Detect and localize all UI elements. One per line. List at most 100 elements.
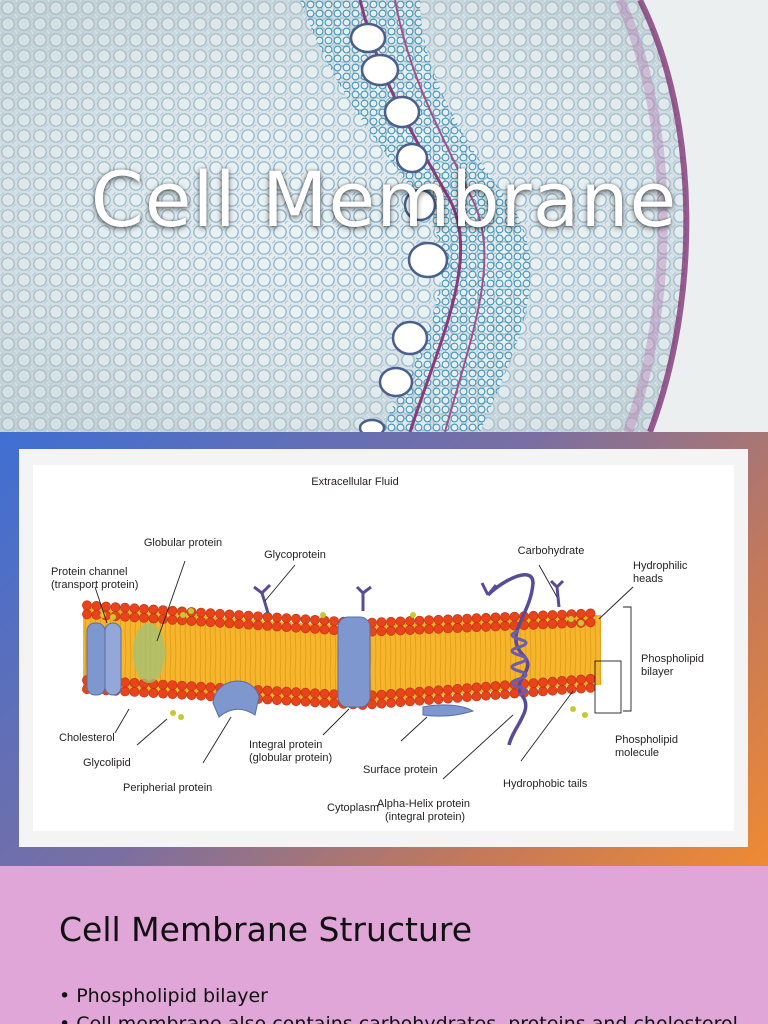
phospholipid-head (538, 686, 548, 697)
phospholipid-head (538, 677, 548, 688)
glycolipid-chains (100, 608, 588, 720)
phospholipid-head (234, 610, 244, 620)
phospholipid-head (585, 682, 596, 693)
phospholipid-head (120, 602, 130, 613)
phospholipid-head (557, 684, 567, 695)
phospholipid-head (120, 611, 130, 622)
phospholipid-head (120, 686, 130, 697)
phospholipid-head (452, 623, 463, 633)
phospholipid-head (528, 610, 539, 621)
label-extracellular-fluid: Extracellular Fluid (311, 476, 398, 488)
phospholipid-head (481, 621, 491, 632)
phospholipid-head (481, 690, 491, 701)
phospholipid-head (433, 694, 444, 705)
label-globular-protein: Globular protein (144, 537, 222, 549)
phospholipid-head (253, 620, 263, 631)
phospholipid-head (196, 616, 206, 627)
phospholipid-head (443, 693, 453, 704)
label-hydrophobic-tails: Hydrophobic tails (503, 778, 588, 790)
phospholipid-head (205, 617, 216, 628)
phospholipid-head (395, 697, 406, 708)
phospholipid-head (300, 623, 311, 634)
phospholipid-head (452, 683, 463, 694)
label-glycolipid: Glycolipid (83, 757, 131, 769)
phospholipid-head (376, 626, 387, 637)
bullet-item: Phospholipid bilayer (59, 982, 738, 1010)
label-integral-protein: Integral protein (249, 739, 322, 751)
phospholipid-head (158, 688, 168, 699)
phospholipid-head (281, 686, 292, 697)
label-alpha-helix: Alpha-Helix protein (377, 798, 470, 810)
phospholipid-head (414, 695, 425, 706)
phospholipid-head (585, 673, 596, 684)
phospholipid-head (424, 686, 434, 696)
globular-protein (133, 623, 165, 683)
phospholipid-head (576, 683, 586, 694)
phospholipid-head (319, 697, 330, 708)
phospholipid-head (215, 617, 225, 628)
phospholipid-head (129, 603, 140, 614)
phospholipid-head (291, 622, 301, 633)
slide-heading: Cell Membrane Structure (59, 910, 473, 949)
phospholipid-head (576, 608, 586, 619)
phospholipid-head (395, 616, 406, 627)
phospholipid-head (433, 614, 444, 625)
diagram-frame: Extracellular Fluid Cytoplasm (33, 465, 734, 831)
phospholipid-head (110, 602, 121, 612)
phospholipid-head (158, 679, 168, 690)
phospholipid-head (262, 620, 273, 631)
phospholipid-head (177, 680, 187, 691)
surface-protein (422, 704, 475, 717)
label-integral-protein-paren: (integral protein) (385, 811, 465, 823)
bullet-list: Phospholipid bilayer Cell membrane also … (59, 982, 738, 1024)
phospholipid-head (167, 680, 178, 690)
phospholipid-head (481, 681, 491, 692)
phospholipid-head (272, 621, 282, 632)
phospholipid-head (566, 675, 577, 686)
phospholipid-head (547, 676, 558, 687)
bullet-item: Cell membrane also contains carbohydrate… (59, 1010, 738, 1024)
phospholipid-head (167, 689, 178, 699)
phospholipid-head (452, 692, 463, 703)
phospholipid-head (386, 688, 396, 699)
bilayer-bracket (623, 606, 632, 712)
phospholipid-head (196, 690, 206, 701)
phospholipid-head (91, 609, 102, 620)
phospholipid-head (272, 695, 282, 705)
label-globular-protein-paren: (globular protein) (249, 752, 332, 764)
label-transport-protein: (transport protein) (51, 579, 138, 591)
phospholipid-head (319, 688, 330, 699)
label-cytoplasm: Cytoplasm (327, 802, 379, 814)
phospholipid-head (262, 611, 273, 622)
phospholipid-head (471, 691, 482, 702)
phospholipid-head (329, 616, 339, 626)
phospholipid-head (490, 690, 501, 700)
phospholipid-head (585, 617, 596, 628)
phospholipid-head (414, 686, 425, 697)
alpha-helix-protein (486, 573, 535, 746)
phospholipid-head (500, 612, 510, 622)
leader-lines (94, 560, 634, 780)
phospholipid-head (186, 616, 197, 626)
phospholipid-head (272, 686, 282, 696)
phospholipid-head (500, 689, 510, 700)
diagram-slide: Extracellular Fluid Cytoplasm (0, 432, 768, 866)
phospholipid-head (462, 683, 472, 693)
label-phospholipid-molecule: Phospholipid (615, 734, 678, 746)
phospholipid-head (557, 618, 567, 629)
phospholipid-head (414, 624, 425, 635)
phospholipid-head (376, 617, 387, 628)
phospholipid-head (424, 624, 434, 635)
phospholipid-head (300, 696, 311, 707)
phospholipid-head (167, 605, 178, 616)
phospholipid-head (481, 612, 491, 623)
phospholipid-head (91, 600, 102, 611)
phospholipid-head (471, 682, 482, 693)
phospholipid-head (129, 677, 140, 688)
label-bilayer: bilayer (641, 666, 674, 678)
phospholipid-head (291, 696, 301, 707)
phospholipid-head (433, 623, 444, 634)
phospholipid-head (386, 697, 396, 708)
phospholipid-head (310, 614, 320, 625)
plant-stem-micrograph (0, 0, 768, 432)
